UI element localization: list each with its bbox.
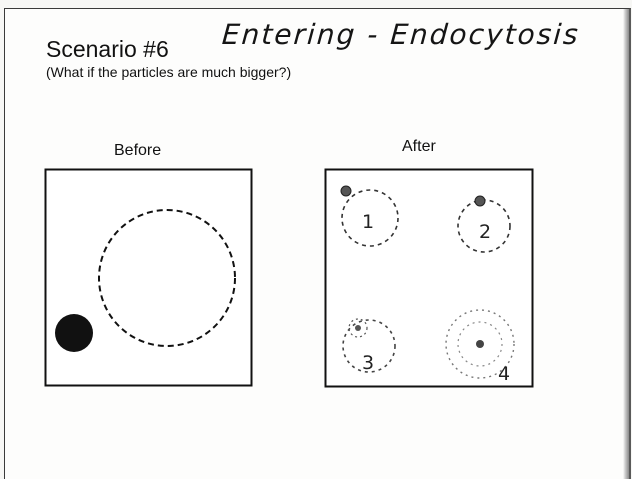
before-diagram (44, 168, 253, 387)
step-1-sketch: 1 (340, 185, 399, 247)
scenario-question: (What if the particles are much bigger?) (46, 64, 292, 80)
after-diagram: 1 2 3 4 (324, 168, 534, 388)
step-4-number: 4 (498, 363, 510, 385)
after-label: After (402, 138, 436, 155)
step-1-number: 1 (362, 211, 374, 233)
step-2-sketch: 2 (457, 195, 511, 253)
step-3-sketch: 3 (342, 318, 396, 374)
after-frame (324, 168, 534, 388)
step-3-number: 3 (362, 352, 374, 374)
cell-membrane (98, 209, 236, 347)
before-label: Before (114, 142, 162, 159)
step-4-sketch: 4 (445, 309, 515, 385)
handwritten-answer: Entering - Endocytosis (220, 18, 581, 51)
large-particle (55, 314, 93, 352)
step-2-number: 2 (479, 221, 491, 243)
before-frame (44, 168, 253, 387)
scenario-title: Scenario #6 (46, 36, 169, 62)
page-edge-shadow (623, 9, 629, 479)
